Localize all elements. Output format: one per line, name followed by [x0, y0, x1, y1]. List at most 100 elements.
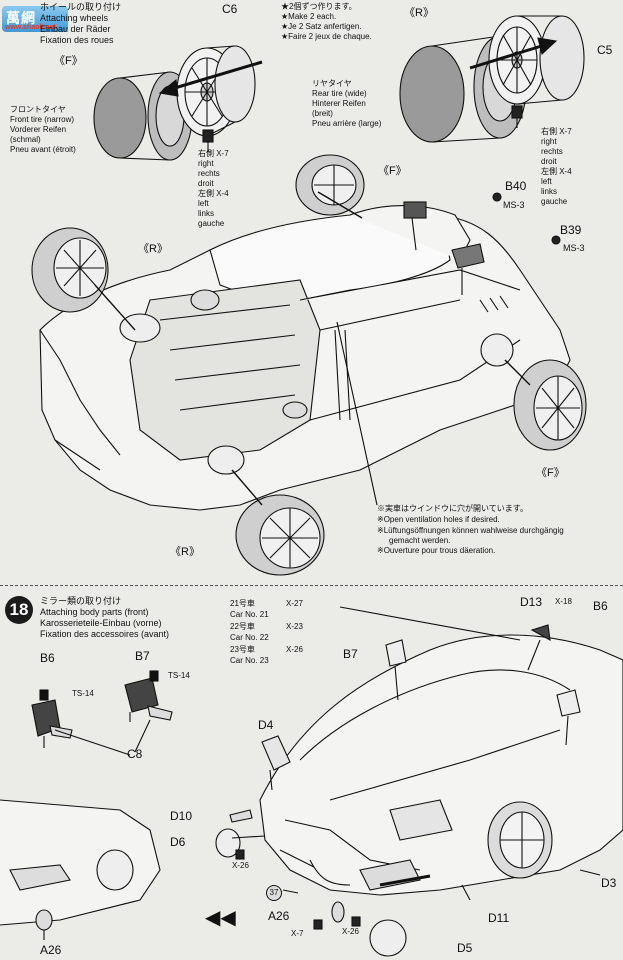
- side-line: left: [198, 199, 209, 208]
- step18-title-jp: ミラー類の取り付け: [40, 596, 122, 606]
- rear-tire-jp: リヤタイヤ: [312, 79, 352, 88]
- label-front-right: 《F》: [536, 467, 565, 479]
- label-d11: D11: [488, 911, 510, 925]
- rear-tire-de: Hinterer Reifen: [312, 99, 366, 108]
- vent-note-de2: gemacht werden.: [389, 536, 451, 545]
- side-line: 右側 X-7: [541, 127, 572, 136]
- side-line: rechts: [198, 169, 220, 178]
- label-c6: C6: [222, 2, 238, 16]
- step17-title-de: Einbau der Räder: [40, 24, 111, 34]
- make-note-jp: ★2個ずつ作ります。: [281, 2, 357, 11]
- side-line: 右側 X-7: [198, 149, 229, 158]
- label-b7-car: B7: [343, 647, 358, 661]
- side-line: droit: [198, 179, 214, 188]
- make-note-fr: ★Faire 2 jeux de chaque.: [281, 32, 372, 41]
- site-watermark: 萬網 www.shaoli.net: [2, 2, 72, 36]
- label-b7-left: B7: [135, 649, 150, 663]
- rear-wheel-drawing: [488, 15, 585, 105]
- rear-tire-de2: (breit): [312, 109, 333, 118]
- make-note-en: ★Make 2 each.: [281, 12, 337, 21]
- label-x26-b: X-26: [342, 927, 359, 936]
- front-tire-de: Vorderer Reifen: [10, 125, 67, 134]
- vent-note-en: ※Open ventilation holes if desired.: [377, 515, 500, 524]
- side-line: links: [198, 209, 215, 218]
- label-d10: D10: [170, 809, 193, 823]
- label-ms3-b: MS-3: [563, 243, 585, 253]
- ref-37-circle: 37: [266, 885, 282, 901]
- label-d6: D6: [170, 835, 186, 849]
- side-line: 左側 X-4: [541, 167, 572, 176]
- side-line: droit: [541, 157, 557, 166]
- vent-note-jp: ※実車はウインドウに穴が開いています。: [377, 504, 528, 513]
- label-a26-mid: A26: [268, 909, 290, 923]
- label-d5: D5: [457, 941, 473, 955]
- make-note-de: ★Je 2 Satz anfertigen.: [281, 22, 362, 31]
- side-line: 左側 X-4: [198, 189, 229, 198]
- car-no-part: X-23: [286, 622, 303, 631]
- label-d4: D4: [258, 718, 274, 732]
- car-no-part: X-27: [286, 599, 303, 608]
- watermark-text: 萬網: [6, 10, 36, 26]
- step17-title-en: Attaching wheels: [40, 13, 109, 23]
- label-a26-left: A26: [40, 943, 62, 957]
- side-line: gauche: [198, 219, 225, 228]
- label-ts14-a: TS-14: [72, 689, 94, 698]
- rear-tire-fr: Pneu arrière (large): [312, 119, 382, 128]
- side-line: gauche: [541, 197, 568, 206]
- car-no-jp: 23号車: [230, 645, 255, 654]
- front-tire-fr: Pneu avant (étroit): [10, 145, 76, 154]
- label-d13: D13: [520, 595, 543, 609]
- vent-note-fr: ※Ouverture pour trous däeration.: [377, 546, 496, 555]
- car-front-drawing: [259, 634, 623, 896]
- label-b6-left: B6: [40, 651, 55, 665]
- label-d3: D3: [601, 876, 617, 890]
- mirror-assembly-drawing: [31, 670, 173, 748]
- step18-title-en: Attaching body parts (front): [40, 607, 149, 617]
- section-divider: [0, 585, 623, 586]
- label-b39: B39: [560, 223, 582, 237]
- front-tire-jp: フロントタイヤ: [10, 105, 66, 114]
- side-line: left: [541, 177, 552, 186]
- label-c5: C5: [597, 43, 613, 57]
- step17-title-fr: Fixation des roues: [40, 35, 114, 45]
- page-turn-arrow-icon: ◀◀: [205, 907, 236, 929]
- watermark-badge: [2, 6, 68, 32]
- wheel-front-right: [513, 359, 587, 451]
- label-x18: X-18: [555, 597, 572, 606]
- front-wheel-drawing: [176, 45, 256, 137]
- label-b6-right: B6: [593, 599, 608, 613]
- label-rear-bottom: 《R》: [170, 546, 200, 558]
- label-front-top: 《F》: [54, 55, 83, 67]
- wheel-rear-left: [31, 227, 109, 313]
- rear-tire-en: Rear tire (wide): [312, 89, 367, 98]
- side-line: links: [541, 187, 558, 196]
- front-tire-en: Front tire (narrow): [10, 115, 75, 124]
- label-b40: B40: [505, 179, 527, 193]
- car-no-en: Car No. 21: [230, 610, 269, 619]
- label-x7: X-7: [291, 929, 304, 938]
- label-rear-left: 《R》: [138, 243, 168, 255]
- label-front-mid: 《F》: [378, 165, 407, 177]
- car-no-en: Car No. 22: [230, 633, 269, 642]
- front-tire-de2: (schmal): [10, 135, 41, 144]
- label-rear-top: 《R》: [404, 7, 434, 19]
- wheel-rear-right: [235, 494, 325, 576]
- step18-title-fr: Fixation des accessoires (avant): [40, 629, 170, 639]
- step17-title-jp: ホイールの取り付け: [40, 2, 122, 12]
- car-no-en: Car No. 23: [230, 656, 269, 665]
- car-no-jp: 22号車: [230, 622, 255, 631]
- car-body-drawing: [39, 204, 571, 511]
- vent-note-de: ※Lüftungsöffnungen können wahlweise durc…: [377, 526, 564, 535]
- side-line: right: [541, 137, 557, 146]
- car-no-jp: 21号車: [230, 599, 255, 608]
- label-ms3-a: MS-3: [503, 200, 525, 210]
- label-c8: C8: [127, 747, 143, 761]
- label-x26-a: X-26: [232, 861, 249, 870]
- step18-title-de: Karosserieteile-Einbau (vorne): [40, 618, 162, 628]
- side-line: rechts: [541, 147, 563, 156]
- side-line: right: [198, 159, 214, 168]
- watermark-url: www.shaoli.net: [5, 24, 56, 31]
- wheel-front-left: [295, 154, 365, 216]
